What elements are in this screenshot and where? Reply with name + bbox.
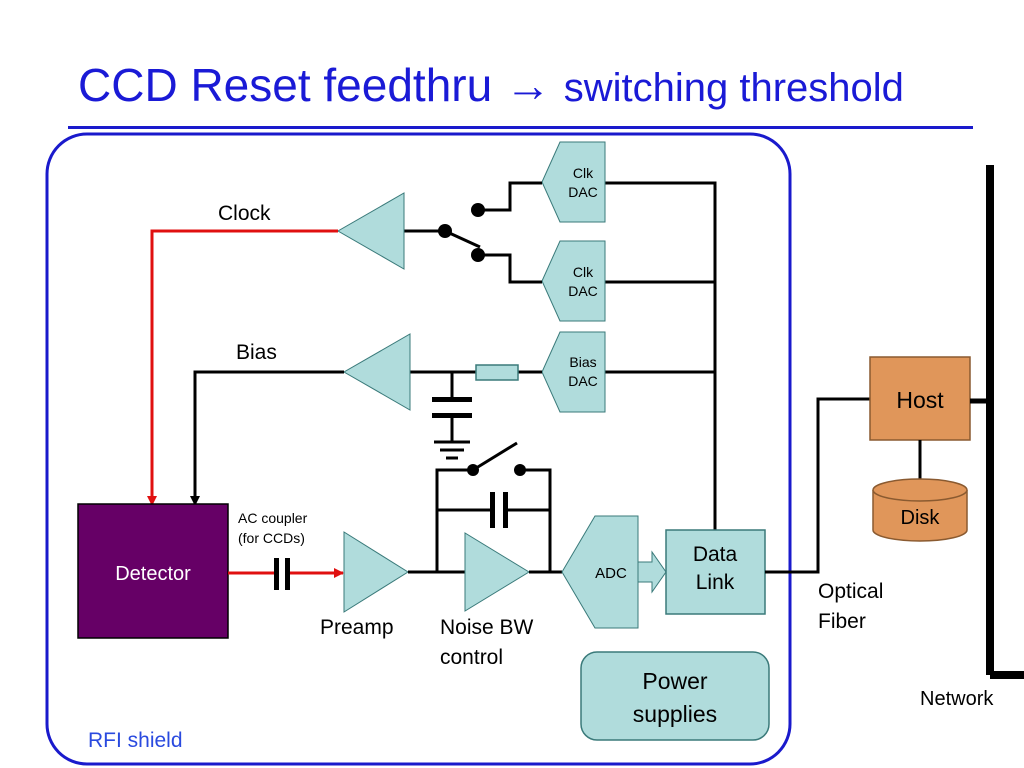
bias-wiring (410, 370, 542, 442)
bias-dac-label-line2: DAC (568, 373, 598, 389)
bias-label: Bias (236, 341, 277, 364)
power-supplies-label-line2: supplies (633, 701, 717, 727)
bw-switch-contact-right (514, 464, 526, 476)
data-link-box (665, 529, 766, 615)
disk-cylinder (872, 478, 968, 542)
preamp-label: Preamp (320, 616, 394, 639)
power-supplies-label-line1: Power (642, 668, 708, 694)
title-subtitle: switching threshold (563, 66, 904, 110)
clock-label: Clock (218, 202, 271, 225)
clock-signal-line (147, 229, 338, 506)
optical-fiber-label-line1: Optical (818, 580, 883, 603)
switch-contact-upper (471, 203, 485, 217)
bw-switch-contact-left (467, 464, 479, 476)
bias-resistor (475, 364, 519, 381)
rfi-shield-border (45, 132, 792, 766)
bias-capacitor-plate-bottom (432, 413, 472, 418)
title-underline (68, 126, 973, 129)
disk-label: Disk (901, 507, 941, 529)
detector-label: Detector (115, 563, 191, 585)
noise-bw-label-line2: control (440, 646, 503, 669)
noise-bw-label-line1: Noise BW (440, 616, 534, 639)
bias-capacitor-plate-top (432, 397, 472, 402)
detector-box (77, 503, 229, 639)
adc-label: ADC (595, 565, 627, 582)
clock-switch-wiring (404, 181, 542, 284)
clk-dac-1 (541, 141, 606, 223)
ground-symbol (434, 440, 470, 460)
page-title: CCD Reset feedthru → switching threshold (78, 58, 904, 112)
clock-amplifier (336, 192, 405, 270)
bias-amplifier (342, 333, 411, 411)
data-link-label-line2: Link (696, 571, 735, 594)
ac-coupler-label-line2: (for CCDs) (238, 530, 305, 546)
bw-capacitor-plate-left (490, 492, 495, 528)
ac-coupler-plate-left (274, 558, 279, 590)
dac-bus (605, 181, 717, 530)
adc-to-datalink-arrow (637, 550, 667, 594)
adc-block (561, 515, 639, 629)
clk-dac-2-label-line2: DAC (568, 283, 598, 299)
bias-dac (541, 331, 606, 413)
noise-bw-amplifier (464, 532, 530, 612)
host-label: Host (896, 387, 944, 413)
title-arrow: → (504, 59, 551, 111)
switch-pivot (438, 224, 452, 238)
clk-dac-1-label-line2: DAC (568, 184, 598, 200)
ac-coupler-plate-right (285, 558, 290, 590)
ac-coupler-label-line1: AC coupler (238, 510, 308, 526)
optical-fiber-line (765, 397, 870, 574)
network-label: Network (920, 688, 994, 710)
data-link-label-line1: Data (693, 543, 738, 566)
power-supplies-box (580, 651, 770, 741)
clk-dac-2-label-line1: Clk (573, 264, 594, 280)
preamp-amplifier (343, 531, 409, 613)
clk-dac-1-label-line1: Clk (573, 165, 594, 181)
noise-bw-feedback-wiring (435, 441, 552, 572)
rfi-shield-label: RFI shield (88, 729, 183, 752)
bias-signal-line (190, 370, 344, 506)
bw-capacitor-plate-right (503, 492, 508, 528)
title-main: CCD Reset feedthru (78, 59, 493, 111)
optical-fiber-label-line2: Fiber (818, 610, 866, 633)
clk-dac-2 (541, 240, 606, 322)
switch-contact-lower (471, 248, 485, 262)
bias-dac-label-line1: Bias (569, 354, 596, 370)
